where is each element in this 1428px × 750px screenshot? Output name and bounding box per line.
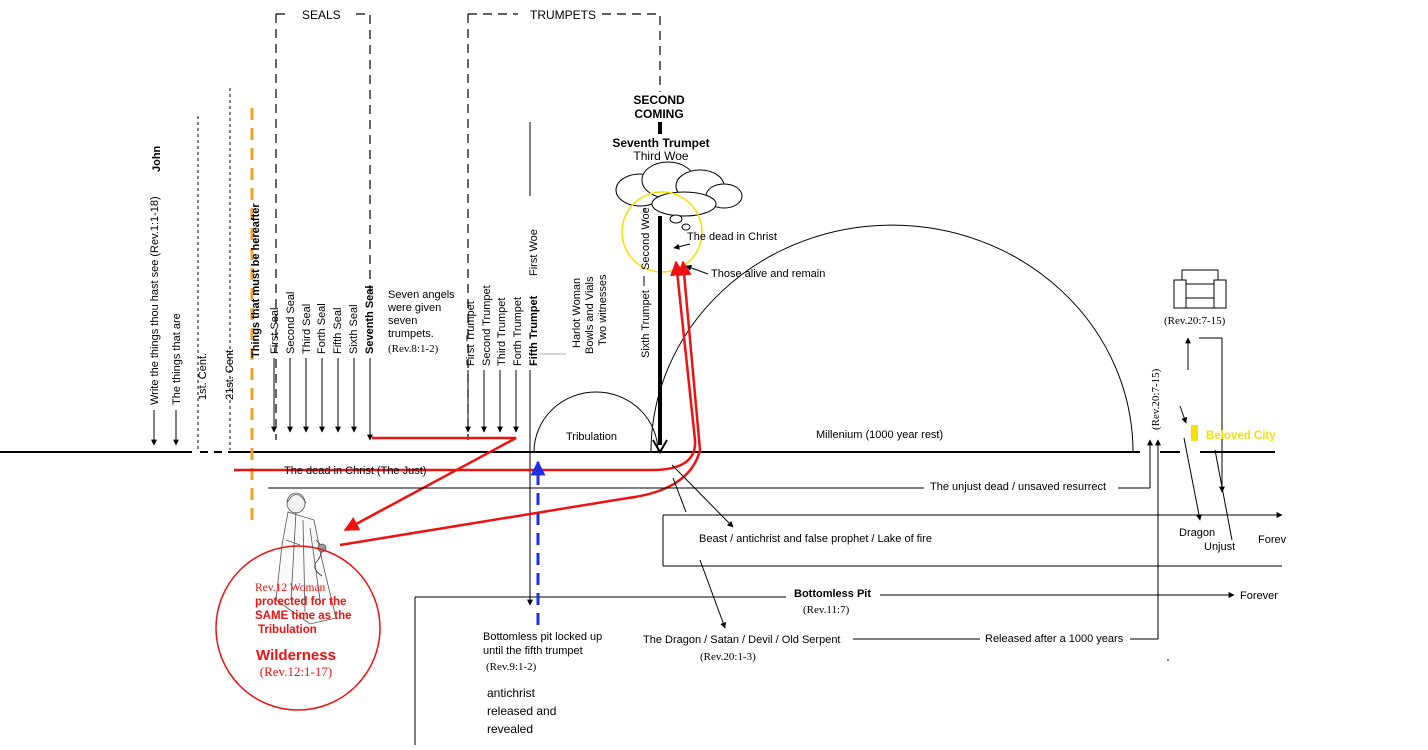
unjust-label: Unjust [1204, 541, 1235, 553]
seal-label: Forth Seal [316, 303, 328, 354]
left-labels: John Write the things thou hast see (Rev… [149, 88, 262, 520]
seventh-trumpet-sub: Third Woe [633, 149, 688, 163]
bottomless-title: Bottomless Pit [794, 588, 871, 600]
millenium-label: Millenium (1000 year rest) [816, 429, 943, 441]
harlot-label: Harlot Woman [571, 278, 583, 348]
hereafter-label: Things that must be hereafter [250, 203, 262, 358]
dead-just-label: The dead in Christ (The Just) [284, 465, 426, 477]
trumpet-label: Fifth Trumpet [528, 295, 540, 366]
woman-text-line: protected for the [255, 596, 346, 608]
angels-line: seven [388, 315, 417, 327]
twentyfirst-cent-label: 21st. Cent [224, 350, 236, 400]
write-label: Write the things thou hast see (Rev.1:1-… [149, 196, 161, 405]
dragon-ref: (Rev.20:1-3) [700, 651, 756, 663]
sixth-trumpet-label: Sixth Trumpet [640, 290, 652, 358]
angels-line: trumpets. [388, 328, 434, 340]
john-label: John [151, 145, 163, 172]
tribulation-arc [533, 391, 659, 453]
angels-line: were given [387, 302, 441, 314]
bowls-label: Bowls and Vials [584, 276, 596, 354]
alive-remain-label: Those alive and remain [711, 268, 825, 280]
released-label: Released after a 1000 years [985, 633, 1124, 645]
trumpet-label: Third Trumpet [496, 298, 508, 366]
antichrist-line: antichrist [487, 686, 536, 700]
lake-of-fire: Beast / antichrist and false prophet / L… [662, 464, 1283, 567]
tribulation-label: Tribulation [566, 431, 617, 443]
seal-label: Fifth Seal [332, 308, 344, 354]
trumpet-label: Second Trumpet [481, 285, 493, 366]
witnesses-label: Two witnesses [597, 274, 609, 346]
dragon-line-label: The Dragon / Satan / Devil / Old Serpent [643, 634, 841, 646]
second-coming-line2: COMING [634, 107, 683, 121]
trumpets-group: First Trumpet Second Trumpet Third Trump… [465, 122, 566, 606]
bottomless-ref: (Rev.11:7) [803, 604, 850, 616]
things-are-label: The things that are [171, 313, 183, 405]
second-coming-line1: SECOND [633, 93, 685, 107]
seal-label: Seventh Seal [364, 286, 376, 354]
seven-angels-note: Seven angels were given seven trumpets. … [387, 289, 455, 355]
trumpet-label: First Trumpet [465, 301, 477, 366]
forever-label: Forever [1240, 590, 1278, 602]
forever-cut-label: Forev [1258, 534, 1287, 546]
throne-icon [1173, 269, 1227, 309]
dead-in-christ-top: The dead in Christ [687, 231, 777, 243]
wilderness-ref: (Rev.12:1-17) [260, 664, 332, 679]
angels-line: (Rev.8:1-2) [388, 343, 439, 355]
antichrist-line: revealed [487, 722, 533, 736]
beloved-city-marker [1191, 425, 1198, 441]
woman-figure-icon [275, 492, 337, 625]
dragon-label: Dragon [1179, 527, 1215, 539]
angels-line: Seven angels [388, 289, 455, 301]
wilderness-circle [215, 545, 381, 711]
trumpets-bracket-label: TRUMPETS [530, 8, 596, 22]
beast-label: Beast / antichrist and false prophet / L… [699, 533, 932, 545]
beloved-city-label: Beloved City [1206, 430, 1276, 442]
tribulation-events: Harlot Woman Bowls and Vials Two witness… [571, 274, 609, 354]
seals-bracket-label: SEALS [302, 8, 341, 22]
woman-text-line: Rev.12 Woman [255, 582, 326, 594]
seal-label: Third Seal [301, 304, 313, 354]
seals-bracket: SEALS [275, 8, 371, 440]
antichrist-line: released and [487, 704, 556, 718]
seventh-trumpet-title: Seventh Trumpet [612, 136, 709, 150]
woman-text-line: SAME time as the [255, 610, 352, 622]
wilderness-title: Wilderness [256, 647, 336, 664]
seal-label: First Seal [269, 308, 281, 354]
seal-label: Sixth Seal [348, 304, 360, 354]
pit-ref: (Rev.9:1-2) [486, 661, 537, 673]
trumpet-label: Forth Trumpet [512, 297, 524, 366]
unjust-dead-label: The unjust dead / unsaved resurrect [930, 481, 1106, 493]
vertical-ref: (Rev.20:7-15) [1150, 368, 1162, 430]
rapture-paths [234, 260, 702, 547]
seal-label: Second Seal [285, 292, 297, 354]
trumpets-bracket: TRUMPETS [467, 8, 661, 440]
pit-locked-line: until the fifth trumpet [483, 645, 583, 657]
first-woe-label: First Woe [528, 229, 540, 276]
bottomless-pit: Bottomless Pit Forever (Rev.11:7) [414, 559, 1278, 745]
woman-text-line: Tribulation [258, 624, 317, 636]
pit-locked-line: Bottomless pit locked up [483, 631, 602, 643]
first-cent-label: 1st. Cent. [197, 353, 209, 400]
second-woe-label: Second Woe [640, 207, 652, 270]
throne-ref: (Rev.20:7-15) [1164, 315, 1226, 327]
millennium-arc [650, 224, 1134, 453]
seals-group: First Seal Second Seal Third Seal Forth … [269, 286, 376, 441]
cloud-icon [615, 161, 743, 231]
